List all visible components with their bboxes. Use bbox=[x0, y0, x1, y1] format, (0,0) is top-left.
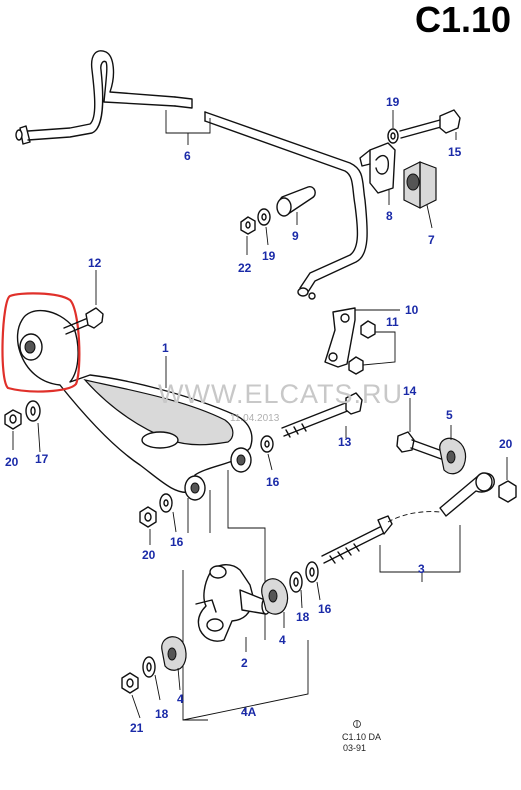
callout-16a: 16 bbox=[266, 475, 280, 489]
nut-20b[interactable] bbox=[139, 506, 157, 528]
nut-20c[interactable] bbox=[498, 480, 517, 503]
washer-19b[interactable] bbox=[257, 208, 271, 226]
callout-5: 5 bbox=[446, 408, 453, 422]
lower-arm[interactable] bbox=[16, 309, 253, 501]
callout-17: 17 bbox=[35, 452, 49, 466]
callout-22: 22 bbox=[238, 261, 252, 275]
bracket-4A bbox=[182, 640, 309, 721]
callout-13: 13 bbox=[338, 435, 352, 449]
callout-19b: 19 bbox=[262, 249, 276, 263]
nut-22[interactable] bbox=[240, 216, 256, 235]
nut-11b[interactable] bbox=[348, 356, 364, 375]
nut-11a[interactable] bbox=[360, 320, 376, 339]
callout-16b: 16 bbox=[170, 535, 184, 549]
diagram-code: C1.10 bbox=[415, 0, 511, 40]
callout-4b: 4 bbox=[177, 692, 184, 706]
washer-16a[interactable] bbox=[260, 435, 274, 453]
callout-4A: 4A bbox=[241, 705, 257, 719]
callout-11: 11 bbox=[386, 315, 399, 329]
callout-21: 21 bbox=[130, 721, 144, 735]
washer-17[interactable] bbox=[25, 400, 41, 422]
bush-4b[interactable] bbox=[161, 636, 187, 671]
watermark: WWW.ELCATS.RU bbox=[158, 379, 403, 409]
washer-18a[interactable] bbox=[289, 571, 303, 593]
tie-rod-3[interactable] bbox=[321, 515, 393, 564]
nut-20a[interactable] bbox=[4, 409, 22, 430]
nut-21[interactable] bbox=[121, 672, 139, 694]
bolt-14[interactable] bbox=[396, 431, 446, 461]
callout-20b: 20 bbox=[142, 548, 156, 562]
callout-18b: 18 bbox=[155, 707, 169, 721]
washer-16b[interactable] bbox=[159, 493, 173, 513]
reference-code: C1.10 DA bbox=[342, 732, 381, 742]
callout-3: 3 bbox=[418, 562, 425, 576]
callout-6: 6 bbox=[184, 149, 191, 163]
reference-block: C1.10 DA 03-91 bbox=[342, 720, 381, 753]
callout-8: 8 bbox=[386, 209, 393, 223]
bush-5[interactable] bbox=[439, 437, 467, 475]
callout-12: 12 bbox=[88, 256, 102, 270]
washer-18b[interactable] bbox=[142, 656, 156, 678]
bracket-6 bbox=[165, 110, 211, 145]
rod-end[interactable] bbox=[439, 472, 495, 517]
callout-15: 15 bbox=[448, 145, 462, 159]
stabilizer-bar[interactable] bbox=[15, 50, 368, 300]
bracket-clamp[interactable] bbox=[359, 142, 396, 194]
callout-20a: 20 bbox=[5, 455, 19, 469]
callout-14: 14 bbox=[403, 384, 417, 398]
callout-4a: 4 bbox=[279, 633, 286, 647]
callout-2: 2 bbox=[241, 656, 248, 670]
bolt-15[interactable] bbox=[399, 109, 461, 139]
date-stamp: 11.04.2013 bbox=[230, 413, 280, 424]
washer-19a[interactable] bbox=[387, 128, 399, 144]
rubber-bush[interactable] bbox=[403, 161, 437, 209]
bush-4a[interactable] bbox=[261, 578, 289, 615]
callout-20c: 20 bbox=[499, 437, 513, 451]
callout-18a: 18 bbox=[296, 610, 310, 624]
callout-19a: 19 bbox=[386, 95, 400, 109]
highlight-bushing bbox=[1, 292, 81, 393]
callout-7: 7 bbox=[428, 233, 435, 247]
washer-16c[interactable] bbox=[305, 561, 319, 583]
callout-16c: 16 bbox=[318, 602, 332, 616]
reference-date: 03-91 bbox=[343, 743, 366, 753]
link-10[interactable] bbox=[324, 307, 356, 368]
callout-9: 9 bbox=[292, 229, 299, 243]
bolt-12[interactable] bbox=[63, 307, 104, 335]
callout-1: 1 bbox=[162, 341, 169, 355]
sleeve-9[interactable] bbox=[276, 186, 316, 217]
callout-10: 10 bbox=[405, 303, 419, 317]
bolt-13[interactable] bbox=[281, 392, 363, 438]
